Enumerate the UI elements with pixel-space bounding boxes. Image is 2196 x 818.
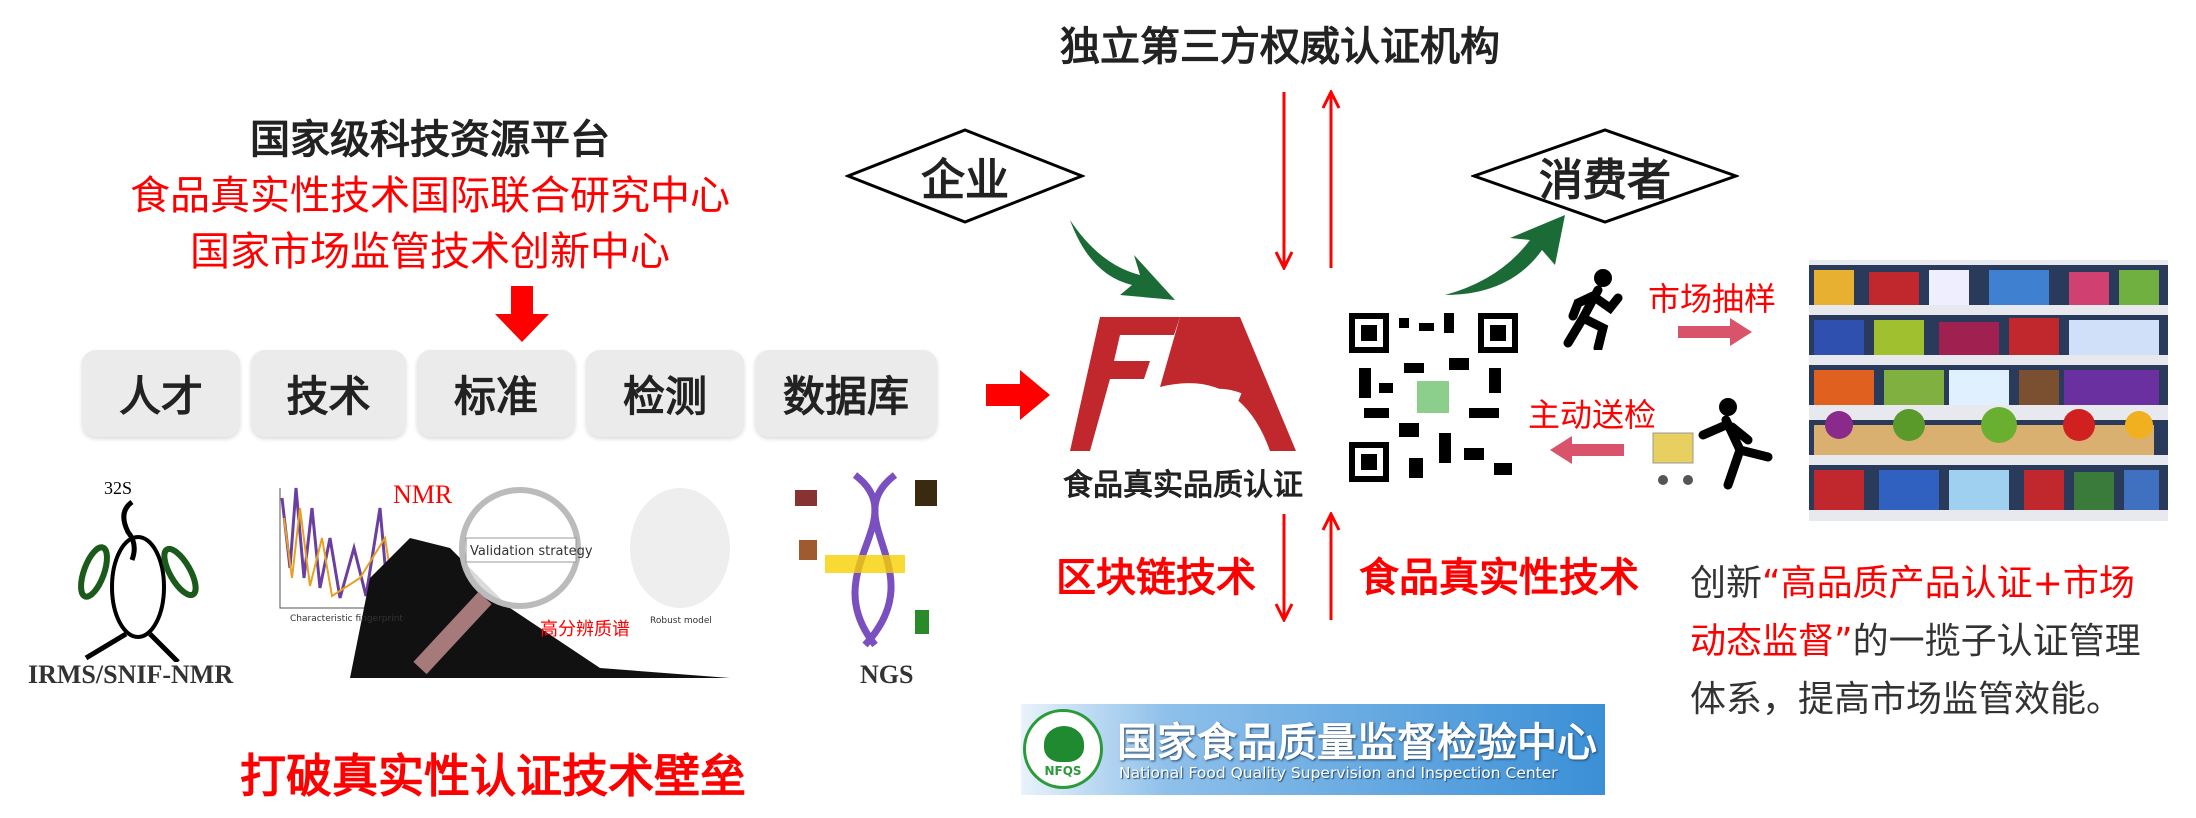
nfqs-english-name: National Food Quality Supervision and In…	[1119, 764, 1558, 782]
pink-right-arrow-icon	[1678, 318, 1752, 346]
enterprise-node: 企业	[845, 127, 1085, 225]
validation-strategy-label: Validation strategy	[470, 544, 593, 559]
hrms-label: 高分辨质谱	[540, 619, 630, 640]
nfqs-badge-text: NFQS	[1044, 764, 1082, 778]
ngs-label: NGS	[860, 660, 914, 689]
supermarket-shelves-image	[1809, 260, 2168, 521]
irms-label: IRMS/SNIF-NMR	[28, 660, 234, 689]
summary-part-2: 的一揽子认证管理	[1852, 621, 2141, 662]
certification-body-title: 独立第三方权威认证机构	[1060, 24, 1500, 70]
summary-quote-1: “高品质产品认证+市场	[1762, 563, 2135, 604]
summary-part-1: 创新	[1690, 563, 1763, 604]
fa-logo-caption: 食品真实品质认证	[1063, 468, 1303, 503]
blockchain-label: 区块链技术	[1056, 555, 1256, 601]
bidirectional-arrows-bottom	[1274, 512, 1341, 622]
pillar-technology: 技术	[251, 350, 406, 437]
green-arrow-icon	[1070, 220, 1175, 300]
summary-quote-2: 动态监督”	[1690, 621, 1853, 662]
platform-line-2: 国家市场监管技术创新中心	[190, 229, 670, 275]
nfqs-banner: NFQS 国家食品质量监督检验中心 National Food Quality …	[1021, 704, 1605, 795]
isotope-molecule-diagram: 32S	[78, 478, 199, 662]
fa-logo	[1070, 317, 1296, 451]
platform-line-1: 食品真实性技术国际联合研究中心	[130, 173, 730, 219]
pillar-testing: 检测	[586, 350, 744, 437]
nmr-label: NMR	[393, 480, 453, 509]
authenticity-tech-label: 食品真实性技术	[1359, 555, 1639, 601]
summary-part-3: 体系，提高市场监管效能。	[1690, 679, 2123, 720]
pillar-database: 数据库	[755, 350, 937, 437]
dna-helix-illustration	[795, 472, 937, 648]
shopping-cart-runner-icon	[1652, 398, 1773, 490]
nfqs-chinese-name: 国家食品质量监督检验中心	[1117, 720, 1597, 766]
svg-text:32S: 32S	[104, 478, 132, 498]
consumer-node: 消费者	[1471, 127, 1739, 225]
active-submission-label: 主动送检	[1528, 396, 1657, 434]
enterprise-label: 企业	[921, 155, 1009, 206]
nfqs-emblem: NFQS	[1023, 709, 1103, 789]
summary-text: 创新“高品质产品认证+市场 动态监督”的一揽子认证管理 体系，提高市场监管效能。	[1690, 555, 2141, 729]
bidirectional-arrows-top	[1274, 90, 1341, 270]
pillar-standard: 标准	[417, 350, 575, 437]
fingerprint-label: Characteristic fingerprint	[290, 614, 403, 624]
right-arrow-icon	[986, 370, 1050, 420]
platform-title: 国家级科技资源平台	[250, 117, 610, 163]
platform-block: 国家级科技资源平台 食品真实性技术国际联合研究中心 国家市场监管技术创新中心	[100, 112, 760, 280]
robust-model-label: Robust model	[650, 616, 712, 626]
slogan-break-barriers: 打破真实性认证技术壁垒	[240, 749, 746, 803]
green-arrow-icon	[1445, 215, 1565, 295]
down-arrow-icon	[495, 286, 549, 342]
pink-left-arrow-icon	[1550, 436, 1624, 464]
running-person-icon	[1563, 269, 1623, 350]
consumer-label: 消费者	[1539, 155, 1671, 206]
qr-code[interactable]	[1349, 313, 1518, 482]
market-sampling-label: 市场抽样	[1648, 280, 1777, 318]
nmr-spectrum-illustration: Validation strategy Characteristic finge…	[279, 487, 730, 678]
pillar-talent: 人才	[82, 350, 240, 437]
